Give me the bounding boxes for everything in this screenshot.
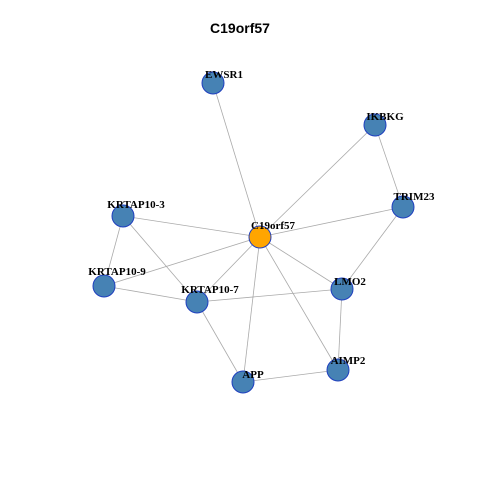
edge-c19orf57-ewsr1 [212,82,261,238]
node-ikbkg: IKBKG [363,111,404,137]
edge-c19orf57-trim23 [259,206,404,238]
edge-c19orf57-ikbkg [259,124,376,238]
edge-trim23-lmo2 [341,206,404,290]
edge-krtap10-9-krtap10-7 [103,285,198,303]
node-app: APP [231,369,264,394]
node-label-ewsr1: EWSR1 [205,69,243,81]
edge-layer [103,82,404,383]
edge-c19orf57-krtap10-3 [122,215,261,238]
node-label-trim23: TRIM23 [394,191,435,203]
edge-c19orf57-krtap10-9 [103,236,261,287]
node-lmo2: LMO2 [330,276,366,301]
node-label-lmo2: LMO2 [334,276,366,288]
node-circle-trim23 [391,195,415,219]
node-ewsr1: EWSR1 [201,69,243,95]
node-circle-aimp2 [326,358,350,382]
node-circle-krtap10-7 [185,290,209,314]
node-krtap10-3: KRTAP10-3 [107,199,165,228]
edge-krtap10-7-app [196,301,244,383]
edge-aimp2-app [242,369,339,383]
edge-c19orf57-krtap10-7 [196,236,261,303]
node-label-krtap10-7: KRTAP10-7 [181,284,239,296]
node-krtap10-9: KRTAP10-9 [88,266,146,298]
node-label-aimp2: AIMP2 [331,355,366,367]
node-label-krtap10-3: KRTAP10-3 [107,199,165,211]
graph-title: C19orf57 [210,20,270,36]
edge-krtap10-7-lmo2 [196,288,343,303]
node-circle-krtap10-3 [111,204,135,228]
node-label-c19orf57: C19orf57 [251,220,295,232]
node-label-app: APP [242,369,264,381]
edge-krtap10-3-krtap10-7 [122,215,198,303]
node-circle-ewsr1 [201,71,225,95]
node-aimp2: AIMP2 [326,355,366,382]
node-circle-app [231,370,255,394]
node-trim23: TRIM23 [391,191,435,219]
edge-ikbkg-trim23 [374,124,404,208]
node-label-krtap10-9: KRTAP10-9 [88,266,146,278]
edge-c19orf57-aimp2 [259,236,339,371]
edge-c19orf57-app [242,236,261,383]
node-circle-lmo2 [330,277,354,301]
node-label-ikbkg: IKBKG [366,111,404,123]
node-c19orf57: C19orf57 [248,220,295,249]
edge-lmo2-aimp2 [337,288,343,371]
edge-c19orf57-lmo2 [259,236,343,290]
node-circle-krtap10-9 [92,274,116,298]
node-krtap10-7: KRTAP10-7 [181,284,239,314]
node-circle-c19orf57 [248,225,272,249]
node-circle-ikbkg [363,113,387,137]
edge-krtap10-3-krtap10-9 [103,215,124,287]
